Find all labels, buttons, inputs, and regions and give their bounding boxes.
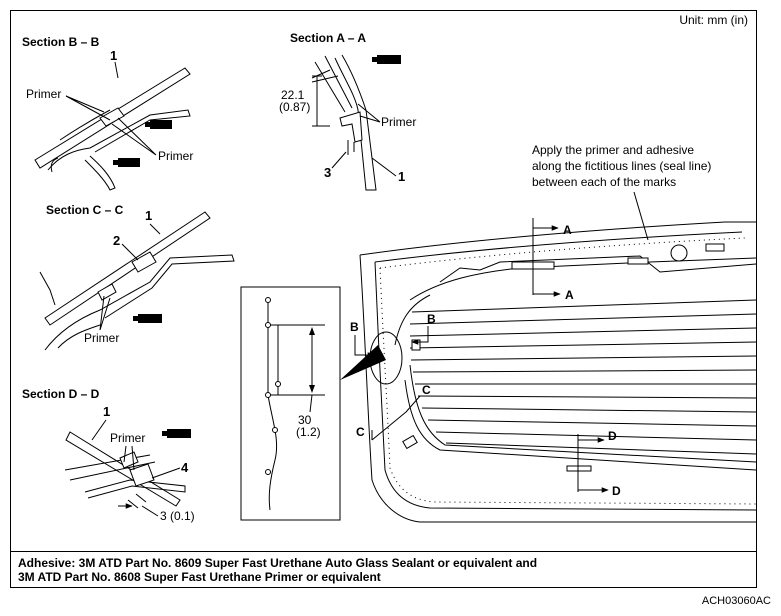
- section-a-a: Section A – A 22.1 (0.87) Primer 3 1: [279, 31, 416, 191]
- adhesive-note-line-1: Adhesive: 3M ATD Part No. 8609 Super Fas…: [18, 556, 538, 570]
- section-a-a-dim-mm: 22.1: [281, 88, 305, 102]
- instruction-line-1: Apply the primer and adhesive: [532, 143, 694, 157]
- mark-c-lower: C: [356, 425, 365, 439]
- mark-b-right: B: [427, 312, 436, 326]
- detail-dim-mm: 30: [298, 413, 312, 427]
- figure-code: ACH03060AC: [701, 595, 771, 607]
- section-c-c-primer: Primer: [84, 331, 119, 345]
- mark-d-top: D: [608, 429, 617, 443]
- mark-d-bottom: D: [612, 484, 621, 498]
- section-a-a-dim-in: (0.87): [279, 100, 310, 114]
- detail-callout-circle: [369, 331, 403, 385]
- instruction-line-2: along the fictitious lines (seal line): [532, 159, 711, 173]
- section-c-c-part-2: 2: [113, 233, 120, 248]
- section-c-c: Section C – C 1 2 Primer: [39, 203, 235, 351]
- unit-label: Unit: mm (in): [679, 13, 748, 27]
- section-c-c-title: Section C – C: [46, 203, 124, 217]
- detail-dim-in: (1.2): [296, 425, 321, 439]
- back-glass: A A B B C C D D: [350, 191, 757, 523]
- section-c-c-part-1: 1: [145, 208, 152, 223]
- section-d-d-part-4: 4: [181, 460, 189, 475]
- section-b-b-primer-1: Primer: [26, 87, 61, 101]
- section-a-a-title: Section A – A: [290, 31, 366, 45]
- section-a-a-part-3: 3: [324, 165, 331, 180]
- section-a-a-part-1: 1: [398, 169, 405, 184]
- instruction-line-3: between each of the marks: [532, 175, 676, 189]
- section-d-d-title: Section D – D: [22, 387, 100, 401]
- section-b-b-part-1: 1: [110, 48, 117, 63]
- adhesive-note: Adhesive: 3M ATD Part No. 8609 Super Fas…: [10, 551, 757, 588]
- figure-frame: [10, 10, 757, 588]
- mark-a-bottom: A: [565, 288, 574, 302]
- section-d-d-part-1: 1: [103, 404, 110, 419]
- section-a-a-primer: Primer: [381, 115, 416, 129]
- section-b-b-title: Section B – B: [22, 35, 100, 49]
- section-b-b: Section B – B 1 Primer Primer: [22, 35, 193, 191]
- section-d-d-dim: 3 (0.1): [160, 509, 195, 523]
- mark-b-left: B: [350, 320, 359, 334]
- section-b-b-primer-2: Primer: [158, 149, 193, 163]
- adhesive-note-line-2: 3M ATD Part No. 8608 Super Fast Urethane…: [18, 570, 381, 584]
- mark-a-top: A: [563, 223, 572, 237]
- section-d-d: Section D – D 1 Primer 4 3 (0.1): [22, 387, 195, 523]
- seal-line-detail: 30 (1.2): [240, 286, 341, 521]
- mark-c-upper: C: [422, 383, 431, 397]
- section-d-d-primer: Primer: [110, 431, 145, 445]
